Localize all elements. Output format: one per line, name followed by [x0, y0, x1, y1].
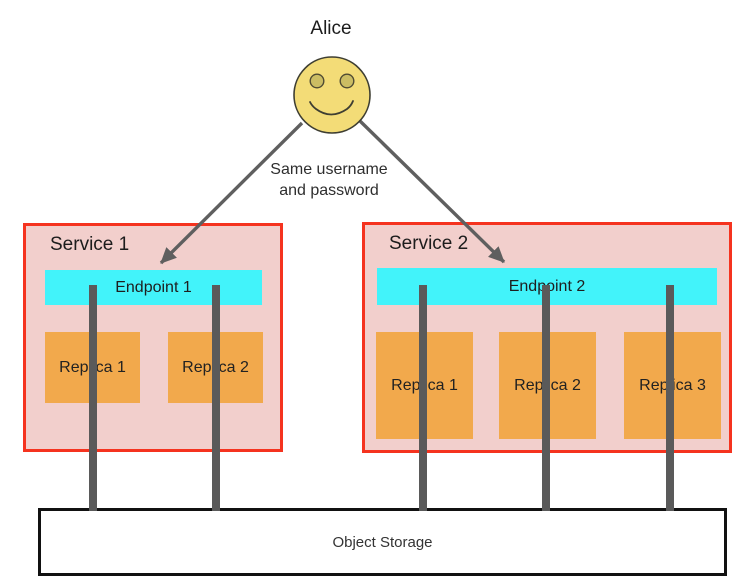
object-storage-box: Object Storage — [38, 508, 727, 576]
annotation-line-2: and password — [279, 182, 379, 199]
service-1-box: Service 1 Endpoint 1 Replica 1 Replica 2 — [23, 223, 283, 452]
connector-service2-replica3 — [666, 285, 674, 511]
connector-service2-replica2 — [542, 285, 550, 511]
connector-service2-replica1 — [419, 285, 427, 511]
connector-service1-replica2 — [212, 285, 220, 511]
actor-label: Alice — [310, 18, 352, 39]
service-1-endpoint: Endpoint 1 — [45, 270, 262, 305]
connector-service1-replica1 — [89, 285, 97, 511]
service-2-title: Service 2 — [389, 233, 469, 254]
annotation-line-1: Same username — [270, 161, 388, 178]
left-eye — [309, 73, 325, 89]
right-eye — [339, 73, 355, 89]
service-1-title: Service 1 — [50, 234, 130, 255]
smile — [309, 100, 354, 116]
annotation-text: Same username and password — [229, 159, 429, 201]
smiley-face-icon — [293, 56, 371, 134]
